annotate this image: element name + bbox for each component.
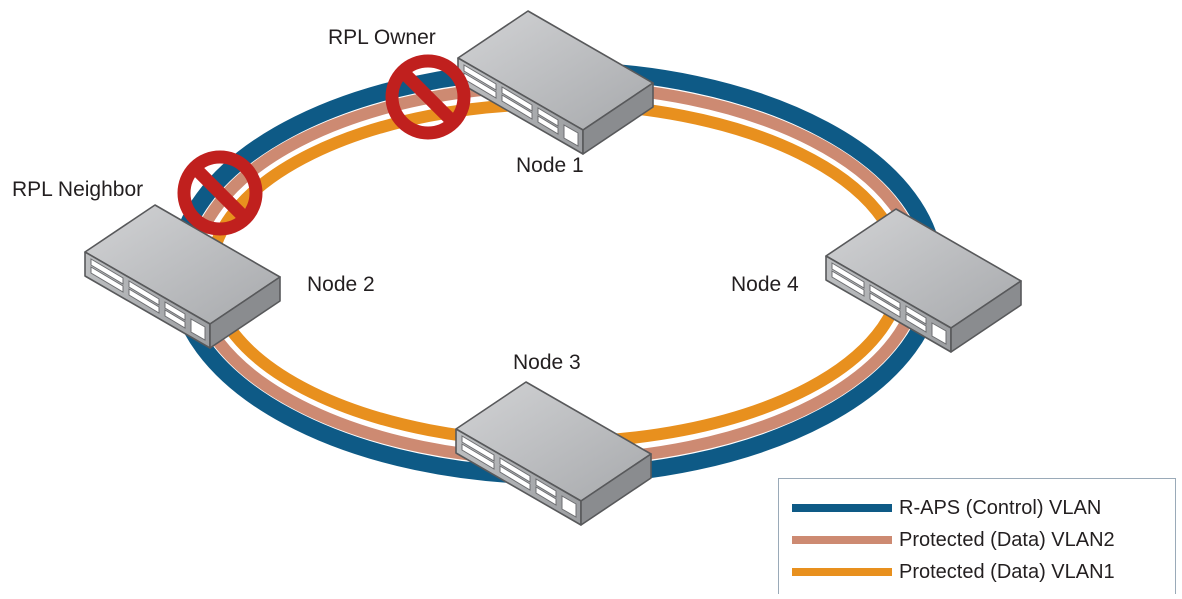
node3-label: Node 3 (513, 351, 581, 374)
node1-label: Node 1 (516, 154, 584, 177)
legend-item-control-vlan: R-APS (Control) VLAN (779, 495, 1175, 523)
legend-label-vlan1: Protected (Data) VLAN1 (899, 561, 1115, 583)
legend-label-vlan2: Protected (Data) VLAN2 (899, 529, 1115, 551)
legend-item-vlan2: Protected (Data) VLAN2 (779, 527, 1175, 555)
legend-swatch-vlan2 (792, 536, 892, 544)
legend-swatch-control (792, 504, 892, 512)
node2-label: Node 2 (307, 273, 375, 296)
node4-switch-icon (825, 208, 1022, 353)
legend-label-control: R-APS (Control) VLAN (899, 497, 1102, 519)
node4-label: Node 4 (731, 273, 799, 296)
rpl-neighbor-label: RPL Neighbor (12, 178, 144, 201)
node1-switch-icon (457, 10, 654, 155)
legend-item-vlan1: Protected (Data) VLAN1 (779, 559, 1175, 587)
rpl-owner-label: RPL Owner (328, 26, 436, 49)
node3-switch-icon (455, 381, 652, 526)
node2-switch-icon (84, 204, 281, 349)
legend: R-APS (Control) VLAN Protected (Data) VL… (778, 478, 1176, 594)
legend-swatch-vlan1 (792, 568, 892, 576)
